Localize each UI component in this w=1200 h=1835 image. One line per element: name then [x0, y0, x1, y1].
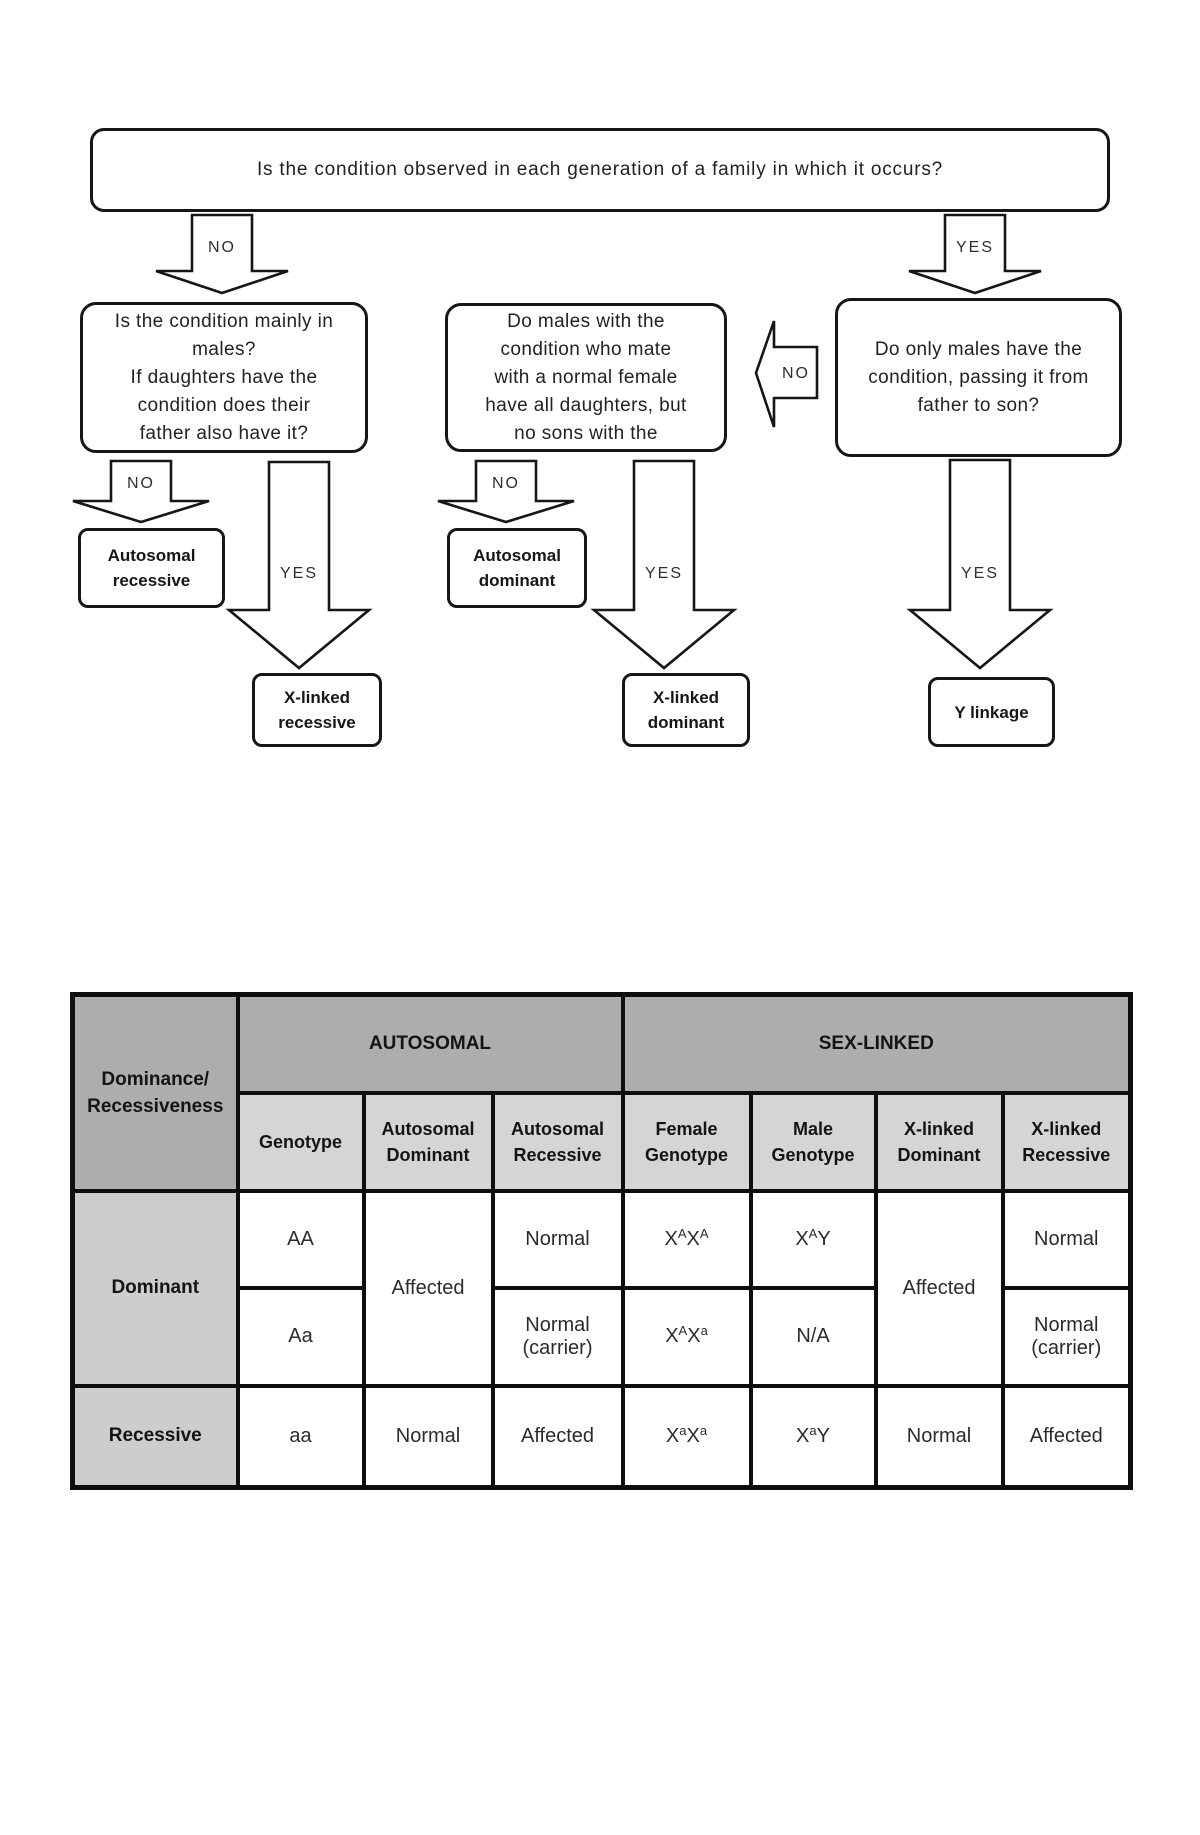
- question-top-box: Is the condition observed in each genera…: [90, 128, 1110, 212]
- col-header-autosomal-dominant: Autosomal Dominant: [361, 1090, 495, 1193]
- cell-genotype-Aa: Aa: [235, 1285, 366, 1388]
- col-header-male-genotype: Male Genotype: [748, 1090, 878, 1193]
- table-row-recessive: Recessive aa Normal Affected XaXa XaY No…: [70, 1383, 1133, 1490]
- cell-autosomal-dominant-normal: Normal: [361, 1383, 495, 1490]
- cell-genotype-AA: AA: [235, 1188, 366, 1290]
- big-down-arrow-icon: [590, 459, 738, 670]
- cell-autosomal-dominant-affected: Affected: [361, 1188, 495, 1388]
- left-arrow-icon: [754, 320, 819, 428]
- col-header-genotype: Genotype: [235, 1090, 366, 1193]
- outcome-autosomal-recessive-box: Autosomal recessive: [78, 528, 225, 608]
- cell-male-genotype-XaY: XaY: [748, 1383, 878, 1490]
- cell-female-genotype-XAXa: XAXa: [620, 1285, 753, 1388]
- arrow-label-yes: YES: [961, 565, 999, 582]
- row-label-recessive: Recessive: [70, 1383, 240, 1490]
- question-mainly-males-box: Is the condition mainly in males? If dau…: [80, 302, 368, 453]
- arrow-label-no: NO: [208, 239, 236, 256]
- cell-xlinked-recessive-affected: Affected: [1000, 1383, 1133, 1490]
- down-arrow-icon: [72, 459, 210, 524]
- arrow-label-no: NO: [127, 475, 155, 492]
- col-header-xlinked-recessive: X-linked Recessive: [1000, 1090, 1133, 1193]
- outcome-autosomal-dominant-box: Autosomal dominant: [447, 528, 587, 608]
- col-header-autosomal-recessive: Autosomal Recessive: [490, 1090, 625, 1193]
- inheritance-decision-flowchart: NO YES NO NO NO YES YES YES Is the condi…: [72, 128, 1122, 747]
- down-arrow-icon: [908, 213, 1042, 295]
- cell-female-genotype-XaXa: XaXa: [620, 1383, 753, 1490]
- outcome-xlinked-recessive-box: X-linked recessive: [252, 673, 382, 747]
- cell-xlinked-dominant-affected: Affected: [873, 1188, 1005, 1388]
- arrow-label-yes: YES: [645, 565, 683, 582]
- cell-autosomal-recessive-carrier: Normal (carrier): [490, 1285, 625, 1388]
- dominance-recessiveness-table: Dominance/ Recessiveness AUTOSOMAL SEX-L…: [70, 992, 1134, 1490]
- row-label-dominant: Dominant: [70, 1188, 240, 1388]
- question-males-mate-box: Do males with the condition who mate wit…: [445, 303, 727, 452]
- cell-female-genotype-XAXA: XAXA: [620, 1188, 753, 1290]
- cell-autosomal-recessive-affected: Affected: [490, 1383, 625, 1490]
- big-down-arrow-icon: [225, 460, 373, 670]
- group-header-autosomal: AUTOSOMAL: [235, 992, 625, 1095]
- outcome-y-linkage-box: Y linkage: [928, 677, 1055, 747]
- table-group-header-row: Dominance/ Recessiveness AUTOSOMAL SEX-L…: [70, 992, 1133, 1193]
- table-column-header-row: Genotype Autosomal Dominant Autosomal Re…: [73, 1090, 1133, 1193]
- table-row-dominant-Aa: Aa Normal (carrier) XAXa N/A Normal (car…: [73, 1285, 1133, 1388]
- cell-male-genotype-na: N/A: [748, 1285, 878, 1388]
- cell-male-genotype-XAY: XAY: [748, 1188, 878, 1290]
- cell-xlinked-recessive-normal: Normal: [1000, 1188, 1133, 1290]
- cell-xlinked-recessive-carrier: Normal (carrier): [1000, 1285, 1133, 1388]
- arrow-label-no: NO: [782, 365, 810, 382]
- col-header-female-genotype: Female Genotype: [620, 1090, 753, 1193]
- arrow-label-yes: YES: [280, 565, 318, 582]
- arrow-label-no: NO: [492, 475, 520, 492]
- arrow-label-yes: YES: [956, 239, 994, 256]
- col-header-xlinked-dominant: X-linked Dominant: [873, 1090, 1005, 1193]
- cell-autosomal-recessive-normal: Normal: [490, 1188, 625, 1290]
- question-only-males-box: Do only males have the condition, passin…: [835, 298, 1122, 457]
- outcome-xlinked-dominant-box: X-linked dominant: [622, 673, 750, 747]
- cell-xlinked-dominant-normal: Normal: [873, 1383, 1005, 1490]
- down-arrow-icon: [437, 459, 575, 524]
- down-arrow-icon: [155, 213, 289, 295]
- group-header-sexlinked: SEX-LINKED: [620, 992, 1133, 1095]
- corner-header-cell: Dominance/ Recessiveness: [70, 992, 240, 1193]
- cell-genotype-aa: aa: [235, 1383, 366, 1490]
- table-row-dominant-aa: Dominant AA Affected Normal XAXA XAY Aff…: [70, 1188, 1133, 1388]
- big-down-arrow-icon: [906, 458, 1054, 670]
- flowchart-arrow-layer: NO YES NO NO NO YES YES YES: [72, 213, 1054, 670]
